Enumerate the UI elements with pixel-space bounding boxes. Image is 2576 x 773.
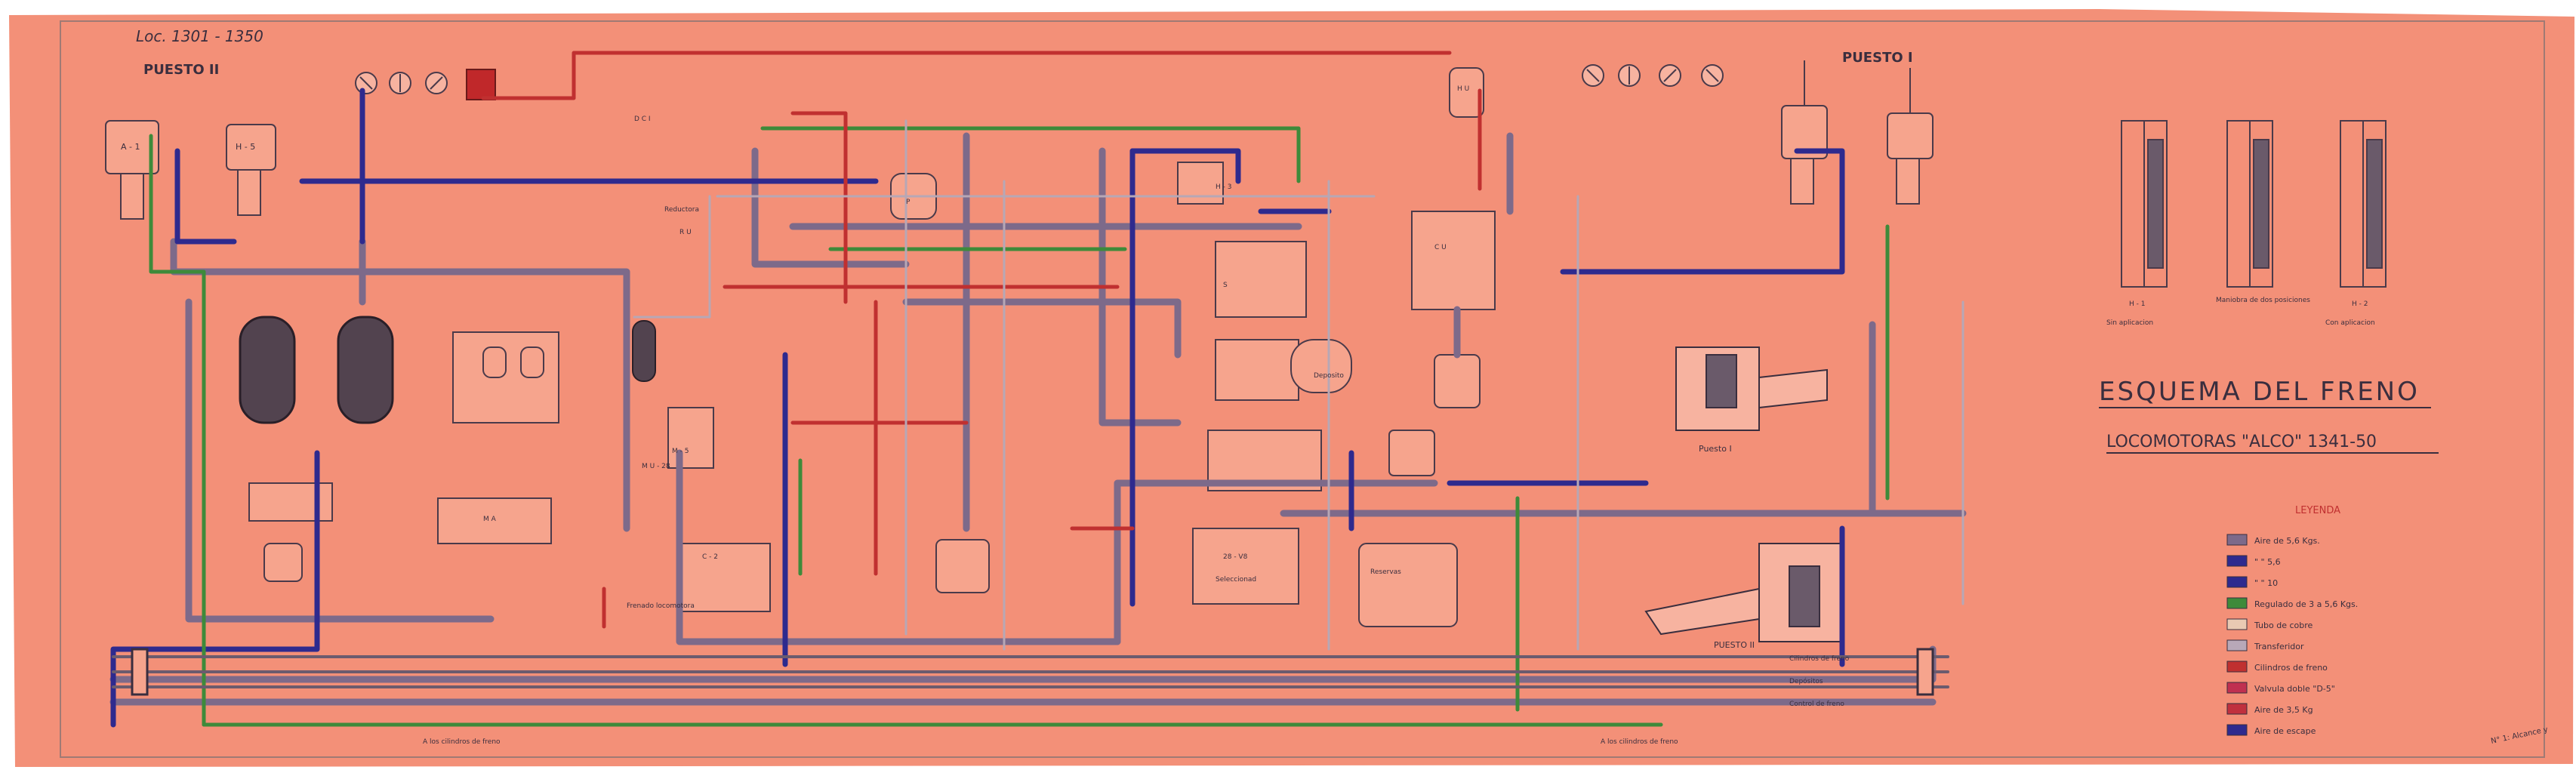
drawing-border	[60, 20, 2545, 758]
label-h3: H - 3	[1216, 183, 1231, 191]
positions-panel	[2121, 120, 2386, 288]
bottom-label-left: A los cilindros de freno	[423, 738, 501, 746]
legend-label: Cilindros de freno	[2254, 663, 2328, 673]
legend-swatch	[2226, 597, 2248, 609]
legend-label: Aire de 3,5 Kg	[2254, 705, 2313, 715]
positions-caption-1: Maniobra de dos posiciones	[2216, 297, 2310, 304]
label-h: H - 5	[236, 142, 255, 152]
legend-label: " " 5,6	[2254, 557, 2281, 567]
legend-swatch	[2226, 703, 2248, 715]
legend-items: Aire de 5,6 Kgs. " " 5,6 " " 10 Regulado de…	[2226, 534, 2358, 736]
positions-note-1: Sin aplicacion	[2106, 319, 2153, 327]
train-lines	[112, 655, 1949, 688]
legend-swatch	[2226, 534, 2248, 546]
label-puesto-detail2: PUESTO II	[1714, 640, 1755, 650]
positions-note-2: Con aplicacion	[2325, 319, 2375, 327]
legend-swatch	[2226, 618, 2248, 630]
bottom-label-right: A los cilindros de freno	[1601, 738, 1678, 746]
bottom-tag-3: Control de freno	[1789, 701, 1844, 708]
label-depos: Deposito	[1314, 372, 1344, 380]
legend-label: Regulado de 3 a 5,6 Kgs.	[2254, 599, 2358, 609]
label-ru: R U	[679, 229, 692, 236]
main-reservoirs	[239, 316, 394, 424]
label-freno-loco: Frenado locomotora	[627, 602, 695, 610]
diagram-title: ESQUEMA DEL FRENO	[2099, 377, 2420, 407]
label-m5: M - 5	[672, 448, 689, 455]
label-cu: C U	[1434, 244, 1447, 251]
legend-swatch	[2226, 555, 2248, 567]
brake-valve-stand-left	[105, 120, 276, 220]
loc-range-label: Loc. 1301 - 1350	[136, 27, 263, 45]
label-sb: Seleccionad	[1216, 576, 1256, 584]
gauge-group-right	[1582, 64, 1724, 87]
bottom-tag-1: Cilindros de freno	[1789, 655, 1850, 663]
brake-valve-stand-right	[1781, 60, 1934, 205]
label-puesto-detail: Puesto I	[1699, 444, 1732, 454]
label-dci: D C I	[634, 115, 651, 123]
label-mhu: M U - 28	[642, 463, 670, 470]
station-left-label: PUESTO II	[143, 62, 219, 78]
small-reservoir	[632, 320, 656, 382]
legend-swatch	[2226, 661, 2248, 673]
label-s: S	[1223, 282, 1228, 289]
legend-title: LEYENDA	[2295, 505, 2340, 516]
torn-corner	[2491, 11, 2574, 15]
bottom-tag-2: Depósitos	[1789, 677, 1823, 685]
legend-swatch	[2226, 639, 2248, 651]
positions-caption-3: H - 1	[2129, 300, 2145, 308]
label-a1: A - 1	[121, 142, 140, 152]
brake-valve-detail-lower	[1644, 543, 1843, 642]
legend-swatch	[2226, 576, 2248, 588]
legend-label: Transferidor	[2254, 642, 2304, 651]
legend-swatch	[2226, 724, 2248, 736]
end-hoses	[131, 648, 1934, 696]
legend-label: Tubo de cobre	[2254, 621, 2313, 630]
legend-swatch	[2226, 682, 2248, 694]
red-valve-top	[466, 69, 496, 100]
label-c2: C - 2	[702, 553, 718, 561]
label-reductor: Reductora	[664, 206, 699, 214]
positions-caption-2: H - 2	[2352, 300, 2368, 308]
label-hu: H U	[1457, 85, 1469, 93]
label-bv: 28 - V8	[1223, 553, 1248, 561]
gauge-group-left	[355, 72, 448, 94]
pipe-network-green	[149, 126, 1890, 727]
diagram-subtitle: LOCOMOTORAS "ALCO" 1341-50	[2106, 433, 2377, 451]
brake-valve-detail-upper	[1675, 346, 1828, 431]
label-p: P	[906, 199, 911, 206]
legend-label: Valvula doble "D-5"	[2254, 684, 2335, 694]
station-right-label: PUESTO I	[1842, 50, 1913, 66]
legend-label: " " 10	[2254, 578, 2278, 588]
label-reservas: Reservas	[1370, 568, 1401, 576]
label-ma: M A	[483, 516, 497, 523]
pipe-network-grey	[633, 119, 1964, 651]
pipe-network-red	[481, 51, 1482, 629]
legend-label: Aire de 5,6 Kgs.	[2254, 536, 2320, 546]
legend-label: Aire de escape	[2254, 726, 2316, 736]
